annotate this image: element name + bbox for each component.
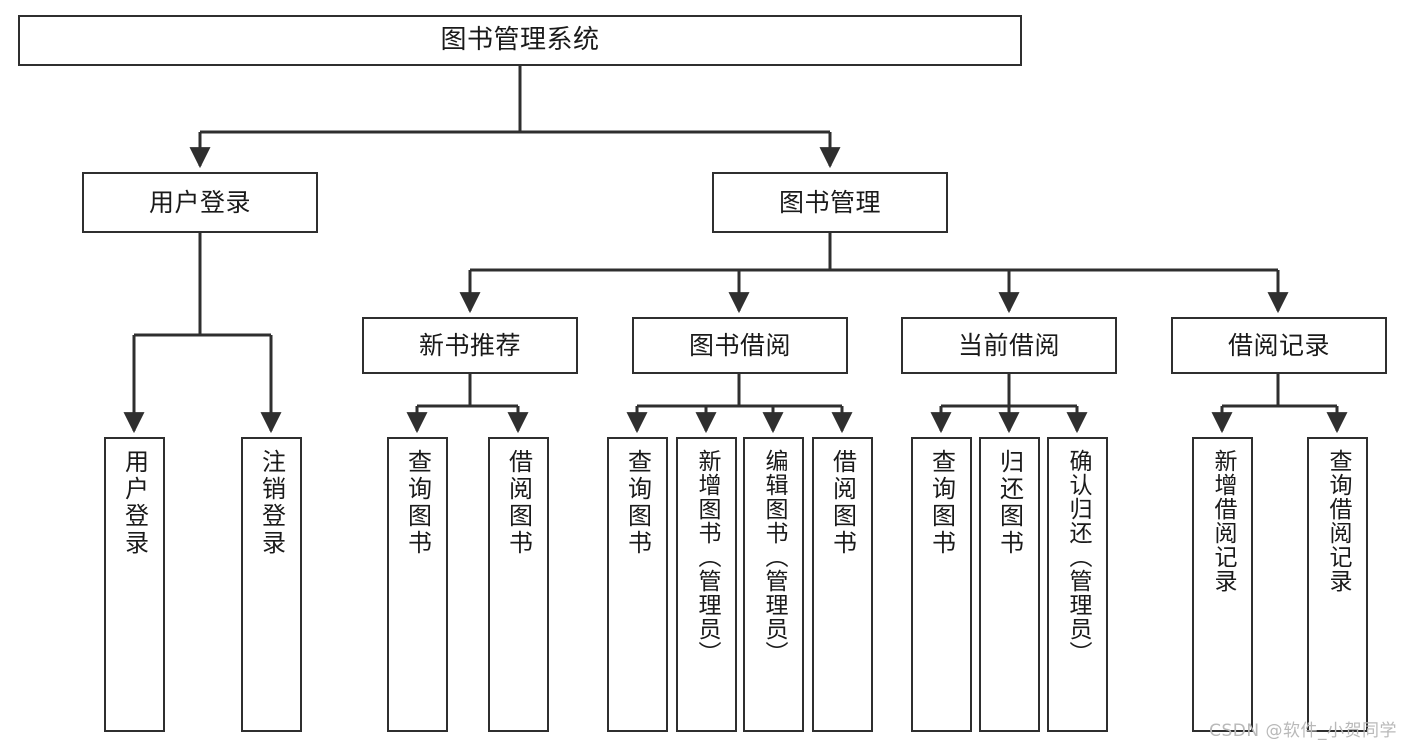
node-leaf-add-book-admin[interactable]: 新增图书（管理员）: [676, 437, 737, 732]
node-leaf-query-books-current[interactable]: 查询图书: [911, 437, 972, 732]
node-label: 借阅记录: [1227, 331, 1330, 360]
node-leaf-return-books[interactable]: 归还图书: [979, 437, 1040, 732]
node-label: 图书管理: [778, 188, 881, 217]
node-leaf-add-borrow-record[interactable]: 新增借阅记录: [1192, 437, 1253, 732]
node-label: 图书借阅: [688, 331, 791, 360]
watermark-text: CSDN @软件_小贺同学: [1209, 721, 1397, 741]
node-label: 查询图书: [927, 449, 956, 557]
node-label: 查询图书: [623, 449, 652, 557]
node-root-book-management-system[interactable]: 图书管理系统: [18, 15, 1022, 66]
node-label: 确认归还（管理员）: [1065, 449, 1091, 665]
node-label: 当前借阅: [957, 331, 1060, 360]
node-current-borrow[interactable]: 当前借阅: [901, 317, 1117, 374]
node-leaf-query-books-borrow[interactable]: 查询图书: [607, 437, 668, 732]
node-label: 新增借阅记录: [1210, 449, 1236, 593]
node-label: 归还图书: [995, 449, 1024, 557]
node-book-borrow[interactable]: 图书借阅: [632, 317, 848, 374]
node-label: 借阅图书: [828, 449, 857, 557]
node-label: 用户登录: [120, 449, 149, 557]
node-label: 注销登录: [257, 449, 286, 557]
node-leaf-borrow-books-borrow[interactable]: 借阅图书: [812, 437, 873, 732]
node-book-management[interactable]: 图书管理: [712, 172, 948, 233]
node-leaf-logout[interactable]: 注销登录: [241, 437, 302, 732]
node-leaf-query-books-newbook[interactable]: 查询图书: [387, 437, 448, 732]
node-label: 图书管理系统: [440, 25, 600, 56]
node-user-login[interactable]: 用户登录: [82, 172, 318, 233]
node-label: 编辑图书（管理员）: [761, 449, 787, 665]
node-label: 查询图书: [403, 449, 432, 557]
node-label: 新增图书（管理员）: [694, 449, 720, 665]
node-label: 借阅图书: [504, 449, 533, 557]
node-leaf-edit-book-admin[interactable]: 编辑图书（管理员）: [743, 437, 804, 732]
node-leaf-confirm-return-admin[interactable]: 确认归还（管理员）: [1047, 437, 1108, 732]
node-leaf-query-borrow-record[interactable]: 查询借阅记录: [1307, 437, 1368, 732]
node-new-book-recommend[interactable]: 新书推荐: [362, 317, 578, 374]
node-label: 新书推荐: [418, 331, 521, 360]
node-leaf-borrow-books-newbook[interactable]: 借阅图书: [488, 437, 549, 732]
node-leaf-user-login[interactable]: 用户登录: [104, 437, 165, 732]
node-borrow-records[interactable]: 借阅记录: [1171, 317, 1387, 374]
node-label: 查询借阅记录: [1325, 449, 1351, 593]
node-label: 用户登录: [148, 188, 251, 217]
